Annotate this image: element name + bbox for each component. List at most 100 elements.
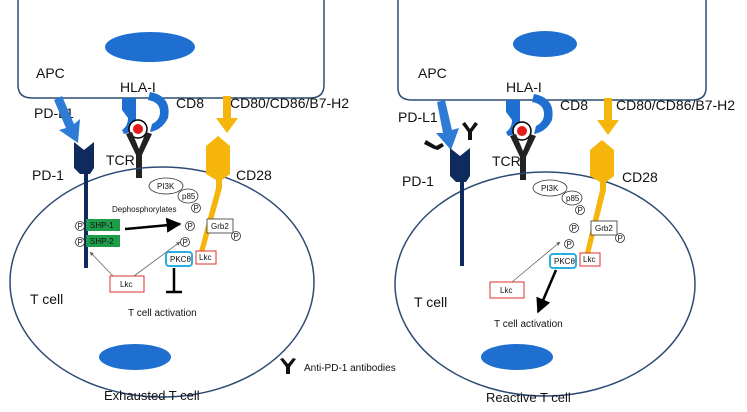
right-p85-label: p85 [566,194,580,203]
right-p85-node [561,190,583,206]
left-grb2-p-icon [231,231,241,241]
left-cd8-label: CD8 [176,95,204,111]
left-pd1-receptor [74,142,94,268]
left-shp-phospho2-icon [75,237,85,247]
right-peptide-core-icon [517,126,527,136]
right-apc-nucleus [513,31,577,57]
legend-antibody-icon [280,358,296,374]
left-cd28-p1-icon [191,203,201,213]
right-lkc-inner-box [579,252,601,267]
left-pkc-label: PKCθ [170,255,191,264]
left-tcell-nucleus [99,344,171,370]
left-apc-nucleus [105,32,195,62]
right-grb2-p-label: P [618,234,623,243]
right-pd1-receptor [450,148,470,266]
left-apc-cell [17,0,325,99]
right-lkc-to-cd28-arrow [511,241,561,283]
right-cd28-label: CD28 [622,169,658,185]
right-tcell-label: T cell [414,294,447,310]
right-pd1-label: PD-1 [402,173,434,189]
left-lkc-inner-box [195,250,217,265]
left-shp1-box [86,219,120,231]
left-costim-label: CD80/CD86/B7-H2 [230,95,349,111]
left-pdl1-arrow [54,96,80,143]
right-pi3k-node [532,179,568,197]
right-pkc-box [549,253,577,269]
left-pi3k-label: PI3K [157,182,175,191]
left-pd1-label: PD-1 [32,167,64,183]
right-panel: APC PD-L1 HLA-I CD8 TCR CD80/CD86/B7-H2 … [394,0,735,405]
left-shp1-label: SHP-1 [90,221,114,230]
left-grb2-p-label: P [234,232,239,241]
left-grb2-label: Grb2 [211,222,229,231]
left-tcell-label: T cell [30,291,63,307]
right-cd8-label: CD8 [560,97,588,113]
left-shp2-label: SHP-2 [90,237,114,246]
right-apc-cell [397,0,707,101]
right-cd28-p1-icon [575,205,585,215]
left-grb2-box [206,218,234,234]
left-dephos-arrow [124,217,182,233]
left-cd28-label: CD28 [236,167,272,183]
right-costim-arrow [597,98,619,135]
right-cd28-p3-label: P [567,240,572,249]
left-shp-phospho-icon [75,221,85,231]
right-tcell-body [394,171,696,397]
left-p85-node [177,188,199,204]
left-shp2-box [86,235,120,247]
right-tcr-receptor [510,134,536,180]
right-antibody-1-icon [424,140,444,150]
right-cd28-p3-icon [564,239,574,249]
right-pkc-label: PKCθ [554,257,575,266]
right-cd28-p1-label: P [578,206,583,215]
left-lkc-to-cd28-arrow [133,241,181,277]
legend: Anti-PD-1 antibodies [280,358,396,374]
right-pdl1-arrow [436,100,459,150]
left-cd28-p3-label: P [183,238,188,247]
right-apc-label: APC [418,65,447,81]
left-tcr-receptor [126,132,152,178]
left-pi3k-node [148,177,184,195]
right-grb2-box [590,220,618,236]
right-pi3k-label: PI3K [541,184,559,193]
left-hla-label: HLA-I [120,79,156,95]
right-tcell-nucleus [481,344,553,370]
left-cd8-molecule [148,92,169,132]
left-lkc-inner-label: Lkc [199,253,211,262]
left-cd28-receptor [197,136,230,260]
left-shp-phospho2-label: P [78,238,83,247]
left-tcr-label: TCR [106,152,135,168]
right-grb2-p-icon [615,233,625,243]
right-cd28-p2-icon [569,223,579,233]
left-cd28-p1-label: P [194,204,199,213]
right-activation-label: T cell activation [494,319,563,330]
right-grb2-label: Grb2 [595,224,613,233]
left-lkc-to-shp-arrow [89,251,114,277]
right-lkc-inner-label: Lkc [583,255,595,264]
left-panel: APC PD-L1 HLA-I CD8 TCR CD80/CD86/B7-H2 … [9,0,349,403]
right-costim-label: CD80/CD86/B7-H2 [616,97,735,113]
right-hla-label: HLA-I [506,79,542,95]
left-pkc-box [165,251,193,267]
right-cd28-receptor [583,140,614,262]
left-p85-label: p85 [182,192,196,201]
left-caption: Exhausted T cell [104,388,200,403]
left-costim-arrow [216,96,238,133]
left-tcell-body [9,166,315,398]
right-caption: Reactive T cell [486,390,571,405]
left-cd28-p2-label: P [188,222,193,231]
right-cd8-molecule [532,94,553,134]
left-cd28-p2-icon [185,221,195,231]
right-antibody-2-icon [462,122,478,140]
left-peptide-core-icon [133,124,143,134]
right-cd28-p2-label: P [572,224,577,233]
left-lkc-label: Lkc [120,280,132,289]
left-dephos-label: Dephosphorylates [112,205,176,214]
legend-antibody-label: Anti-PD-1 antibodies [304,363,396,374]
right-lkc-box [489,281,525,299]
left-lkc-box [109,275,145,293]
left-cd28-p3-icon [180,237,190,247]
right-lkc-label: Lkc [500,286,512,295]
right-activation-arrow [536,269,558,314]
